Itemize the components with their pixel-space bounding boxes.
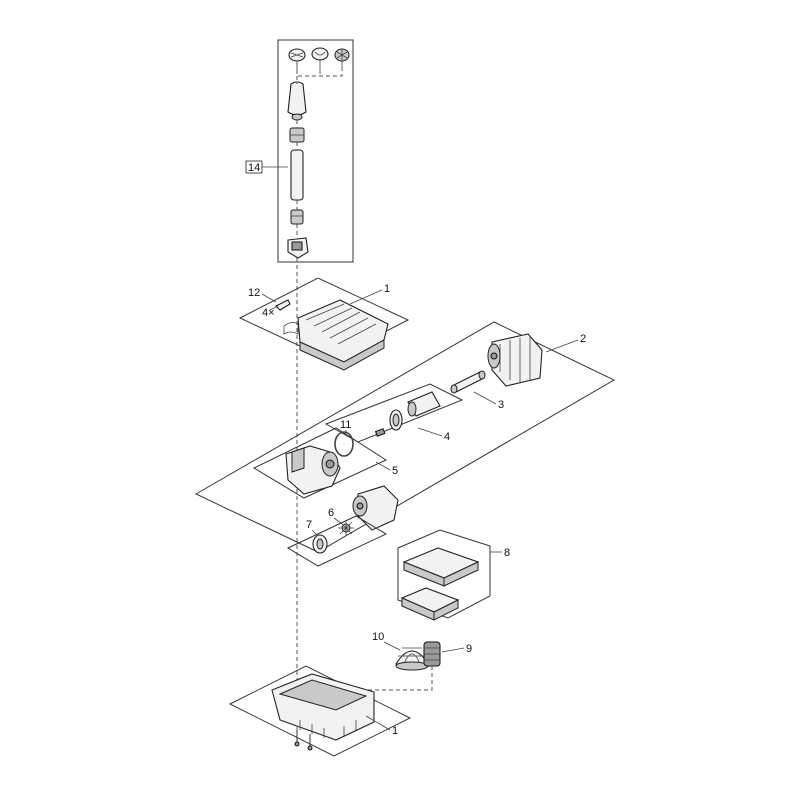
pump-housing-plane	[252, 427, 388, 499]
suction-strainer	[395, 647, 429, 671]
ball-joint-adapter	[287, 237, 309, 259]
filter-base-group: 1	[228, 665, 412, 757]
seal-ring	[389, 409, 403, 431]
rotor-shaft	[450, 370, 486, 394]
nozzle-head-1	[288, 48, 306, 70]
small-bearing	[374, 428, 386, 437]
label-3: 3	[498, 399, 504, 411]
label-qty-4x: 4×	[262, 307, 275, 319]
label-4: 4	[444, 431, 450, 443]
tube-connector	[290, 209, 304, 225]
impeller	[338, 520, 354, 536]
pump-housing	[285, 445, 341, 495]
inlet-connector	[423, 641, 441, 667]
impeller-seal	[312, 534, 328, 554]
bell-nozzle	[287, 81, 307, 121]
label-10: 10	[372, 631, 384, 643]
rotor-housing-sleeve	[407, 391, 441, 417]
strainer-group: 10 9	[330, 631, 472, 691]
label-7: 7	[306, 519, 312, 531]
base-screws	[294, 730, 313, 751]
filter-foam-top	[402, 547, 480, 587]
filter-base-housing	[271, 673, 375, 741]
filter-cover-group: 12 4× 1	[238, 277, 410, 371]
filter-cover	[283, 299, 389, 371]
impeller-cover	[352, 485, 399, 531]
cover-screw	[269, 299, 291, 311]
label-12: 12	[248, 287, 260, 299]
pump-motor	[487, 333, 543, 387]
filter-foam-bottom	[400, 587, 460, 621]
label-9: 9	[466, 643, 472, 655]
impeller-group: 6 7	[286, 507, 388, 567]
nozzle-head-3	[334, 48, 350, 70]
seal-kit-plane	[324, 383, 464, 443]
filter-foam-group: 8	[397, 529, 510, 621]
extension-tube	[290, 149, 304, 201]
pump-plane	[194, 321, 616, 553]
nozzle-set-frame	[277, 39, 354, 263]
label-8: 8	[504, 547, 510, 559]
label-14: 14	[248, 162, 260, 174]
pump-unit-group: 2 3 4	[194, 321, 616, 553]
label-1-bottom: 1	[392, 725, 398, 737]
o-ring	[334, 431, 354, 457]
nozzle-set-group-14: 14	[245, 39, 354, 263]
filter-foam-frame	[397, 529, 491, 619]
adapter-nut	[289, 127, 305, 143]
label-2: 2	[580, 333, 586, 345]
base-plane	[228, 665, 412, 757]
label-1-top: 1	[384, 283, 390, 295]
nozzle-head-2	[311, 47, 329, 70]
label-11: 11	[340, 419, 351, 431]
impeller-plane	[286, 515, 388, 567]
label-6: 6	[328, 507, 334, 519]
label-5: 5	[392, 465, 398, 477]
